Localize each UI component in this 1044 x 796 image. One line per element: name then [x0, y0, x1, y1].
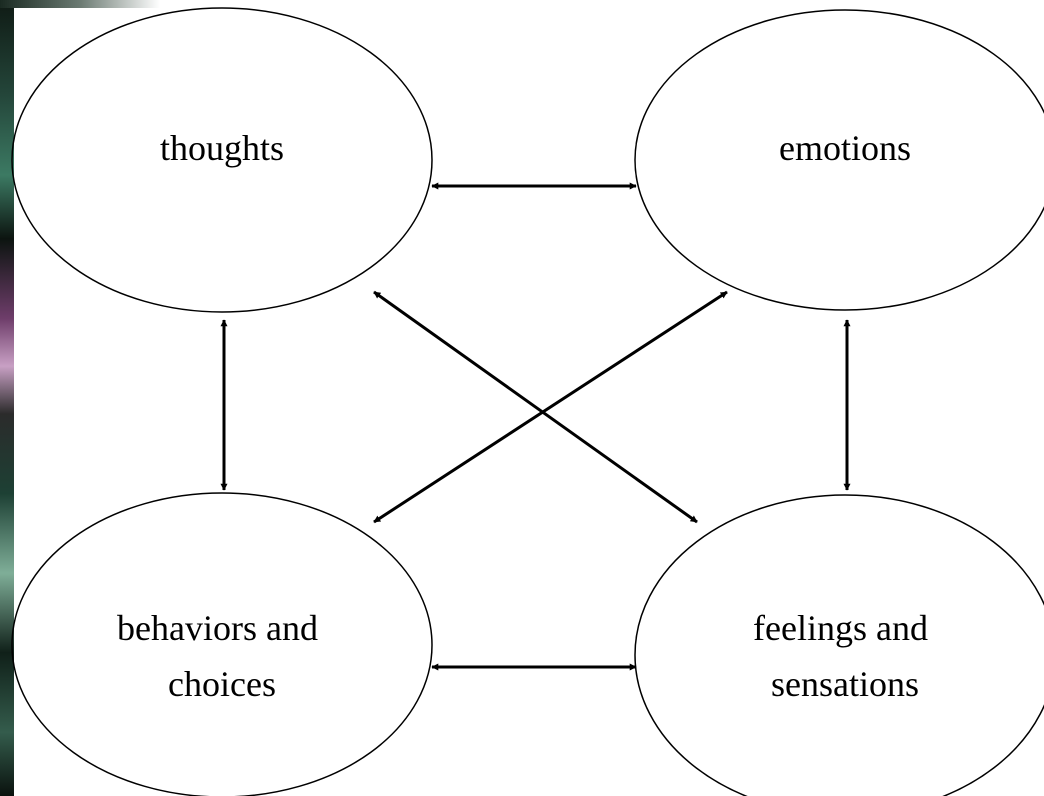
node-thoughts-label: thoughts	[160, 128, 284, 168]
background-photo-top-edge	[0, 0, 160, 8]
node-thoughts-ellipse	[11, 7, 433, 313]
background-photo-edge	[0, 0, 14, 796]
node-feelings-label: feelings and sensations	[753, 608, 937, 704]
node-behaviors-label: behaviors and choices	[117, 608, 327, 704]
arrow-thoughts-feelings	[373, 290, 698, 524]
node-feelings-ellipse	[634, 494, 1044, 796]
node-emotions-ellipse	[634, 9, 1044, 311]
arrow-emotions-behaviors	[373, 290, 728, 524]
node-emotions-label: emotions	[779, 128, 911, 168]
node-behaviors-ellipse	[11, 492, 433, 796]
